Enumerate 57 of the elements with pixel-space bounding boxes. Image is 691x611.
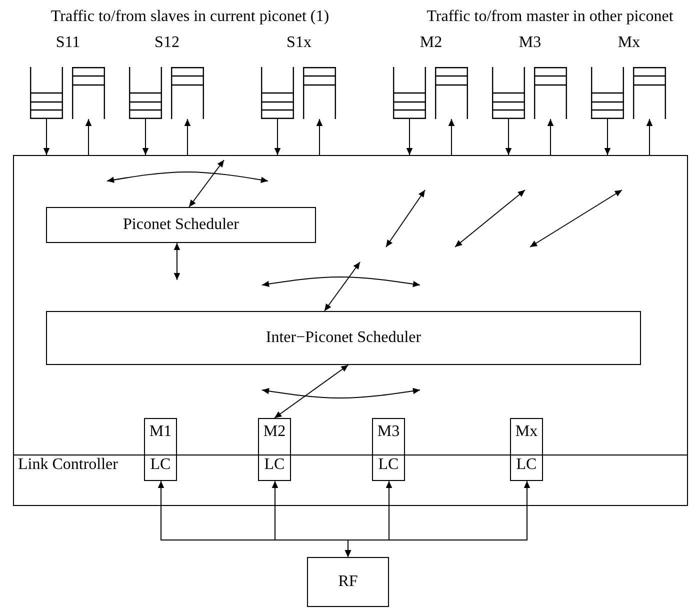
module-box	[372, 418, 405, 481]
queue-icon	[171, 67, 204, 119]
double-arrow	[174, 242, 180, 280]
box-text: RF	[338, 573, 358, 591]
arrow	[43, 118, 50, 156]
queue-label: M3	[518, 34, 542, 52]
arrow	[142, 118, 149, 156]
queue-icon	[72, 67, 105, 119]
box-text: M3	[376, 423, 401, 441]
arrow	[604, 118, 611, 156]
process-box	[46, 207, 316, 243]
box-text: LC	[149, 456, 172, 474]
process-box	[46, 311, 641, 365]
arrow	[316, 118, 323, 156]
box-text: M1	[148, 423, 173, 441]
queue-icon	[435, 67, 468, 119]
heading-text: Traffic to/from slaves in current piconet (1)	[50, 8, 330, 26]
arrow	[344, 480, 530, 558]
queue-icon	[633, 67, 666, 119]
box-text: Inter−Piconet Scheduler	[266, 329, 422, 347]
arrow	[646, 118, 653, 156]
queue-icon	[129, 67, 162, 119]
queue-icon	[30, 67, 63, 119]
queue-icon	[492, 67, 525, 119]
queue-icon	[303, 67, 336, 119]
arrow	[448, 118, 455, 156]
module-box	[144, 418, 177, 481]
double-arrow	[188, 160, 224, 208]
heading-text: Traffic to/from master in other piconet	[426, 8, 674, 26]
box-text: LC	[515, 456, 538, 474]
queue-label: Mx	[618, 34, 640, 52]
box-text: Mx	[514, 423, 539, 441]
arrow	[505, 118, 512, 156]
arrow	[274, 364, 349, 418]
box-text: M2	[262, 423, 287, 441]
module-box	[258, 418, 291, 481]
queue-icon	[261, 67, 294, 119]
queue-icon	[591, 67, 624, 119]
double-arrow	[324, 262, 360, 312]
box-text: LC	[263, 456, 286, 474]
queue-icon	[393, 67, 426, 119]
queue-icon	[534, 67, 567, 119]
queue-label: S11	[56, 34, 80, 52]
band-label: Link Controller	[18, 456, 118, 474]
queue-label: S1x	[286, 34, 312, 52]
arrow	[85, 118, 92, 156]
module-box	[510, 418, 543, 481]
system-box	[13, 155, 688, 506]
queue-label: S12	[154, 34, 180, 52]
box-text: Piconet Scheduler	[123, 216, 239, 234]
box-text: LC	[377, 456, 400, 474]
arrow	[184, 118, 191, 156]
queue-label: M2	[420, 34, 442, 52]
process-box	[307, 557, 389, 607]
arrow	[406, 118, 413, 156]
arrow	[274, 118, 281, 156]
arrow	[547, 118, 554, 156]
